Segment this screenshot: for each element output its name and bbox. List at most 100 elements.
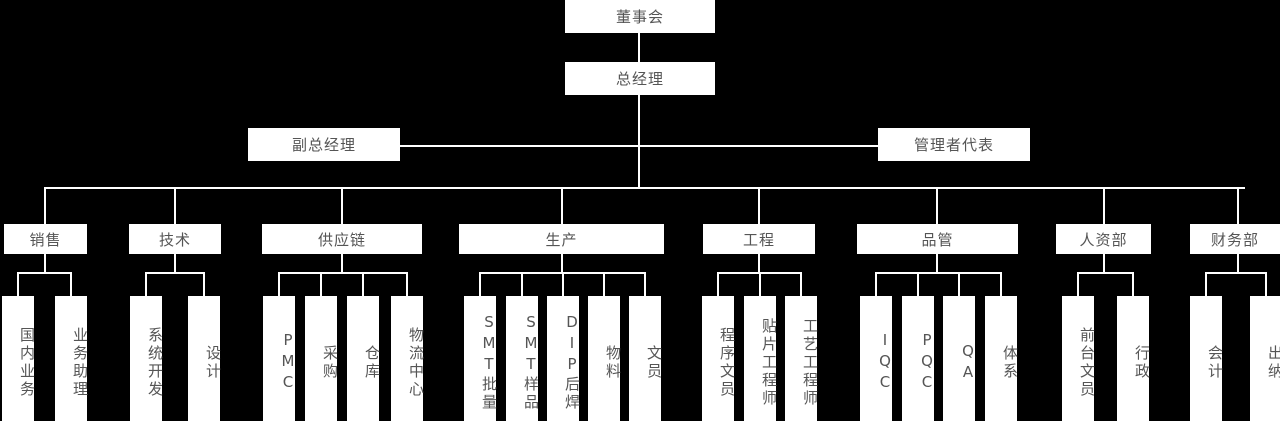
connector-quality-stem [936, 254, 938, 272]
connector-supply-chain-leaf-4 [406, 272, 408, 296]
leaf-material-label: 物料 [604, 344, 622, 381]
node-department-engineering[interactable]: 工程 [703, 224, 815, 254]
connector-technology-bus [145, 272, 205, 274]
connector-hr-leaf-2 [1132, 272, 1134, 296]
leaf-administration-label: 行政 [1133, 344, 1151, 381]
connector-engineering-leaf-1 [717, 272, 719, 296]
node-department-supply-chain[interactable]: 供应链 [262, 224, 422, 254]
node-management-representative[interactable]: 管理者代表 [878, 128, 1030, 161]
leaf-cashier[interactable]: 出纳 [1250, 296, 1280, 421]
leaf-smt-engineer[interactable]: 贴片工程师 [744, 296, 778, 421]
leaf-warehouse[interactable]: 仓库 [347, 296, 381, 421]
leaf-smt-mass[interactable]: SMT批量 [464, 296, 498, 421]
leaf-pqc[interactable]: PQC [902, 296, 936, 421]
leaf-iqc[interactable]: IQC [860, 296, 894, 421]
node-department-sales[interactable]: 销售 [4, 224, 87, 254]
leaf-program-clerk[interactable]: 程序文员 [702, 296, 736, 421]
leaf-system-development[interactable]: 系统开发 [130, 296, 164, 421]
leaf-domestic-business[interactable]: 国内业务 [2, 296, 36, 421]
connector-supply-chain-leaf-3 [362, 272, 364, 296]
node-department-production[interactable]: 生产 [459, 224, 664, 254]
connector-finance-stem [1237, 254, 1239, 272]
connector-quality-leaf-1 [875, 272, 877, 296]
connector-hr-leaf-1 [1077, 272, 1079, 296]
leaf-pmc[interactable]: PMC [263, 296, 297, 421]
connector-technology-leaf-2 [203, 272, 205, 296]
node-department-production-label: 生产 [545, 230, 578, 249]
node-department-hr-label: 人资部 [1079, 230, 1128, 249]
connector-hr-bus [1077, 272, 1134, 274]
node-department-finance[interactable]: 财务部 [1190, 224, 1280, 254]
connector-gm-spine [638, 95, 640, 189]
connector-supply-chain-leaf-1 [278, 272, 280, 296]
node-deputy-general-manager-label: 副总经理 [291, 136, 356, 154]
leaf-smt-sample-label: SMT样品 [522, 313, 540, 412]
connector-sales-bus [17, 272, 72, 274]
leaf-purchasing-label: 采购 [321, 344, 339, 381]
connector-engineering-leaf-2 [759, 272, 761, 296]
node-deputy-general-manager[interactable]: 副总经理 [248, 128, 400, 161]
leaf-pqc-label: PQC [918, 331, 936, 394]
connector-production-leaf-2 [521, 272, 523, 296]
node-general-manager-label: 总经理 [615, 70, 664, 88]
connector-sales-stem [44, 254, 46, 272]
node-department-quality[interactable]: 品管 [857, 224, 1018, 254]
leaf-logistics-center[interactable]: 物流中心 [391, 296, 425, 421]
connector-drop-sales [44, 187, 46, 224]
node-department-technology-label: 技术 [158, 230, 191, 249]
leaf-smt-mass-label: SMT批量 [480, 313, 498, 412]
node-department-finance-label: 财务部 [1210, 230, 1259, 249]
leaf-purchasing[interactable]: 采购 [305, 296, 339, 421]
node-department-engineering-label: 工程 [742, 230, 775, 249]
node-general-manager[interactable]: 总经理 [565, 62, 715, 95]
leaf-domestic-business-label: 国内业务 [18, 326, 36, 399]
node-board[interactable]: 董事会 [565, 0, 715, 33]
leaf-administration[interactable]: 行政 [1117, 296, 1151, 421]
leaf-program-clerk-label: 程序文员 [718, 326, 736, 399]
leaf-accountant[interactable]: 会计 [1190, 296, 1224, 421]
leaf-logistics-center-label: 物流中心 [407, 326, 425, 399]
connector-level3-bus [400, 145, 878, 147]
leaf-qa[interactable]: QA [943, 296, 977, 421]
connector-sales-leaf-2 [70, 272, 72, 296]
connector-finance-leaf-1 [1205, 272, 1207, 296]
connector-quality-leaf-2 [917, 272, 919, 296]
leaf-system-development-label: 系统开发 [146, 326, 164, 399]
connector-drop-hr [1103, 187, 1105, 224]
leaf-pmc-label: PMC [279, 331, 297, 394]
connector-quality-leaf-4 [1000, 272, 1002, 296]
node-department-technology[interactable]: 技术 [129, 224, 221, 254]
connector-supply-chain-bus [278, 272, 408, 274]
connector-production-leaf-5 [644, 272, 646, 296]
leaf-dip-soldering-label: DIP后焊 [563, 313, 581, 412]
node-department-hr[interactable]: 人资部 [1056, 224, 1151, 254]
leaf-smt-engineer-label: 贴片工程师 [760, 317, 778, 408]
connector-production-stem [561, 254, 563, 272]
connector-drop-finance [1237, 187, 1239, 224]
leaf-dip-soldering[interactable]: DIP后焊 [547, 296, 581, 421]
connector-engineering-leaf-3 [800, 272, 802, 296]
connector-finance-bus [1205, 272, 1267, 274]
leaf-material[interactable]: 物料 [588, 296, 622, 421]
leaf-business-assistant-label: 业务助理 [71, 326, 89, 399]
leaf-clerk[interactable]: 文员 [629, 296, 663, 421]
connector-board-to-gm [638, 33, 640, 62]
leaf-smt-sample[interactable]: SMT样品 [506, 296, 540, 421]
leaf-design-label: 设计 [204, 344, 222, 381]
node-department-supply-chain-label: 供应链 [317, 230, 366, 249]
connector-supply-chain-stem [341, 254, 343, 272]
leaf-front-desk-clerk[interactable]: 前台文员 [1062, 296, 1096, 421]
node-department-sales-label: 销售 [29, 230, 62, 249]
leaf-process-engineer[interactable]: 工艺工程师 [785, 296, 819, 421]
leaf-clerk-label: 文员 [645, 344, 663, 381]
leaf-system-quality[interactable]: 体系 [985, 296, 1019, 421]
leaf-cashier-label: 出纳 [1266, 344, 1280, 381]
connector-production-leaf-4 [603, 272, 605, 296]
connector-hr-stem [1103, 254, 1105, 272]
leaf-iqc-label: IQC [876, 331, 894, 394]
leaf-design[interactable]: 设计 [188, 296, 222, 421]
leaf-business-assistant[interactable]: 业务助理 [55, 296, 89, 421]
connector-technology-stem [174, 254, 176, 272]
connector-sales-leaf-1 [17, 272, 19, 296]
